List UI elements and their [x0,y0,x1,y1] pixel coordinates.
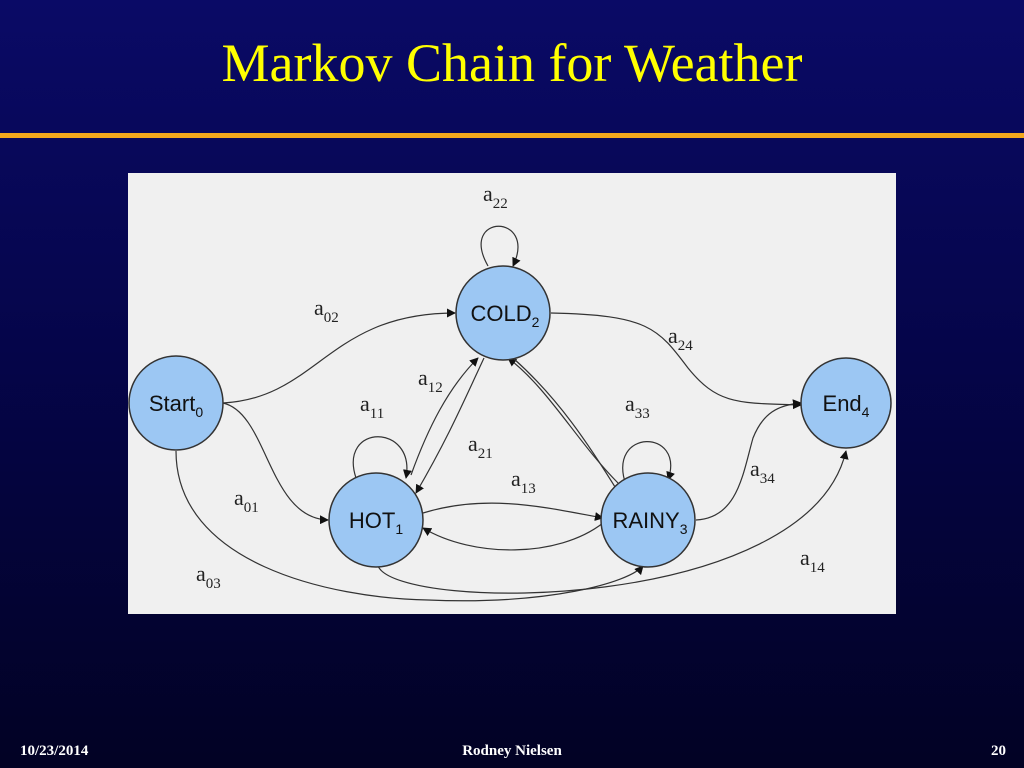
state-start: Start0 [128,355,224,451]
slide-title: Markov Chain for Weather [221,33,803,93]
state-cold: COLD2 [455,265,551,361]
state-start-index: 0 [195,404,203,420]
label-a01: a01 [234,485,259,516]
svg-text:Start0: Start0 [149,391,203,420]
edge-rainy-cold-link [507,357,619,484]
label-a34: a34 [750,456,775,487]
label-a03: a03 [196,561,221,592]
svg-text:RAINY3: RAINY3 [612,508,687,537]
state-rainy-index: 3 [680,521,688,537]
edge-cold-rainy-link [512,357,621,496]
label-a22: a22 [483,181,508,212]
state-cold-name: COLD [471,301,532,326]
state-end-index: 4 [862,404,870,420]
edge-a02 [222,308,456,404]
state-rainy: RAINY3 [600,472,696,568]
edge-a33 [622,441,675,486]
label-a33: a33 [625,391,650,422]
label-a21: a21 [468,431,493,462]
label-a13: a13 [511,466,536,497]
svg-text:COLD2: COLD2 [471,301,540,330]
title-rule [0,133,1024,138]
footer-date: 10/23/2014 [20,743,89,759]
edge-a24 [550,312,802,410]
label-a12: a12 [418,365,443,396]
edge-a03 [175,450,644,602]
edge-a01 [222,402,329,525]
footer-page-number: 20 [991,743,1006,759]
edge-a34 [695,399,802,521]
state-cold-index: 2 [532,314,540,330]
edge-a22 [480,225,521,267]
state-start-name: Start [149,391,195,416]
edge-a12 [410,357,479,476]
edge-hot-cold-link [422,522,604,551]
label-a11: a11 [360,391,384,422]
state-end-name: End [823,391,862,416]
svg-text:End4: End4 [823,391,870,420]
edge-a21 [415,357,485,494]
edge-a13 [422,502,604,521]
svg-text:HOT1: HOT1 [349,508,403,537]
edge-a14 [377,450,849,594]
state-hot: HOT1 [328,472,424,568]
state-hot-index: 1 [395,521,403,537]
label-a14: a14 [800,545,825,576]
markov-diagram-panel: Start0 HOT1 COLD2 RAINY3 End4 [128,173,896,614]
label-a02: a02 [314,295,339,326]
state-rainy-name: RAINY [612,508,680,533]
state-hot-name: HOT [349,508,395,533]
footer-author: Rodney Nielsen [462,743,562,759]
label-a24: a24 [668,323,693,354]
state-end: End4 [800,357,892,449]
edge-a11 [352,436,412,479]
markov-diagram: Start0 HOT1 COLD2 RAINY3 End4 [128,181,892,602]
